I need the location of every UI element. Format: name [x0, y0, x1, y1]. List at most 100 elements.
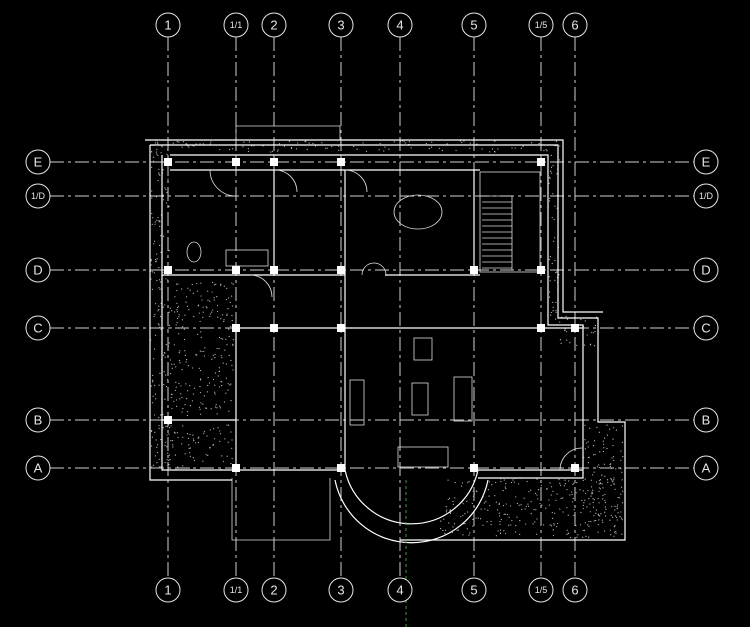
hatch-dot: [621, 425, 624, 427]
hatch-dot: [548, 276, 550, 278]
hatch-dot: [162, 235, 165, 237]
hatch-dot: [604, 511, 606, 513]
axis-bubble: [328, 12, 354, 38]
hatch-dot: [616, 507, 618, 510]
hatch-dot: [379, 142, 381, 145]
hatch-dot: [621, 479, 623, 481]
hatch-dot: [204, 407, 207, 409]
hatch-dot: [220, 337, 222, 340]
axis-row-4-right: B: [693, 407, 719, 433]
hatch-dot: [209, 143, 211, 145]
hatch-dot: [614, 488, 616, 490]
hatch-dot: [617, 512, 619, 514]
axis-label-text: B: [702, 413, 711, 428]
hatch-dot: [503, 479, 505, 481]
column: [164, 158, 172, 166]
hatch-dot: [573, 514, 575, 517]
hatch-dot: [572, 483, 574, 486]
hatch-dot: [211, 291, 213, 293]
hatch-dot: [475, 490, 477, 492]
hatch-dot: [607, 481, 609, 484]
hatch-dot: [622, 490, 624, 492]
axis-bubble: [562, 577, 588, 603]
axis-col-1-top: 1/1: [223, 12, 249, 38]
hatch-dot: [158, 221, 161, 223]
hatch-dot: [594, 330, 596, 333]
hatch-dot: [577, 534, 579, 536]
hatch-dot: [520, 504, 522, 506]
hatch-dot: [605, 515, 607, 517]
hatch-dot: [181, 319, 183, 321]
hatch-dot: [550, 172, 553, 174]
hatch-dot: [210, 311, 213, 313]
hatch-dot: [200, 336, 202, 338]
hatch-dot: [217, 427, 219, 429]
hatch-dot: [176, 432, 178, 434]
hatch-dot: [610, 534, 612, 536]
hatch-dot: [228, 354, 230, 356]
hatch-dot: [150, 385, 152, 387]
hatch-dot: [576, 536, 578, 538]
hatch-dot: [152, 464, 155, 466]
hatch-dot: [277, 150, 279, 152]
hatch-dot: [151, 271, 154, 273]
hatch-dot: [195, 143, 197, 145]
hatch-dot: [230, 431, 232, 433]
hatch-dot: [466, 511, 469, 513]
hatch-dot: [591, 491, 593, 493]
hatch-dot: [176, 140, 178, 143]
hatch-dot: [228, 297, 230, 299]
hatch-dot: [581, 536, 584, 538]
hatch-dot: [604, 506, 607, 508]
hatch-dot: [591, 474, 594, 476]
hatch-dot: [223, 320, 225, 323]
hatch-dot: [567, 514, 569, 516]
hatch-dot: [165, 344, 167, 346]
hatch-dot: [167, 329, 169, 331]
hatch-dot: [152, 379, 154, 381]
hatch-dot: [556, 493, 558, 495]
hatch-dot: [181, 368, 183, 371]
hatch-dot: [598, 490, 600, 492]
column: [537, 324, 545, 332]
hatch-dot: [558, 478, 560, 481]
axis-bubble: [25, 407, 51, 433]
hatch-dot: [164, 398, 166, 400]
hatch-dot: [151, 190, 153, 192]
hatch-dot: [212, 444, 215, 446]
hatch-dot: [489, 151, 491, 153]
hatch-dot: [504, 486, 506, 488]
hatch-dot: [539, 503, 541, 505]
hatch-dot: [584, 439, 586, 441]
hatch-dot: [242, 146, 244, 148]
hatch-dot: [231, 315, 233, 317]
hatch-dot: [331, 145, 333, 148]
hatch-dot: [156, 446, 158, 448]
hatch-dot: [499, 532, 502, 534]
hatch-dot: [160, 414, 162, 416]
hatch-dot: [167, 230, 169, 232]
hatch-dot: [570, 536, 572, 539]
hatch-dot: [151, 212, 153, 215]
hatch-dot: [466, 528, 468, 530]
hatch-dot: [223, 401, 226, 403]
hatch-dot: [192, 438, 195, 440]
column: [232, 464, 240, 472]
hatch-dot: [199, 350, 201, 352]
hatch-dot: [613, 459, 615, 462]
column: [571, 464, 579, 472]
hatch-dot: [170, 439, 172, 442]
hatch-dot: [220, 355, 222, 357]
hatch-dot: [227, 383, 229, 385]
door: [209, 169, 237, 197]
hatch-dot: [604, 475, 606, 477]
hatch-dot: [219, 148, 221, 151]
hatch-dot: [174, 296, 176, 298]
hatch-dot: [231, 439, 233, 441]
column: [470, 266, 478, 274]
axis-col-2-top: 2: [261, 12, 287, 38]
hatch-dot: [494, 140, 496, 142]
hatch-dot: [165, 385, 168, 388]
hatch-dot: [226, 424, 228, 426]
column: [270, 158, 278, 166]
